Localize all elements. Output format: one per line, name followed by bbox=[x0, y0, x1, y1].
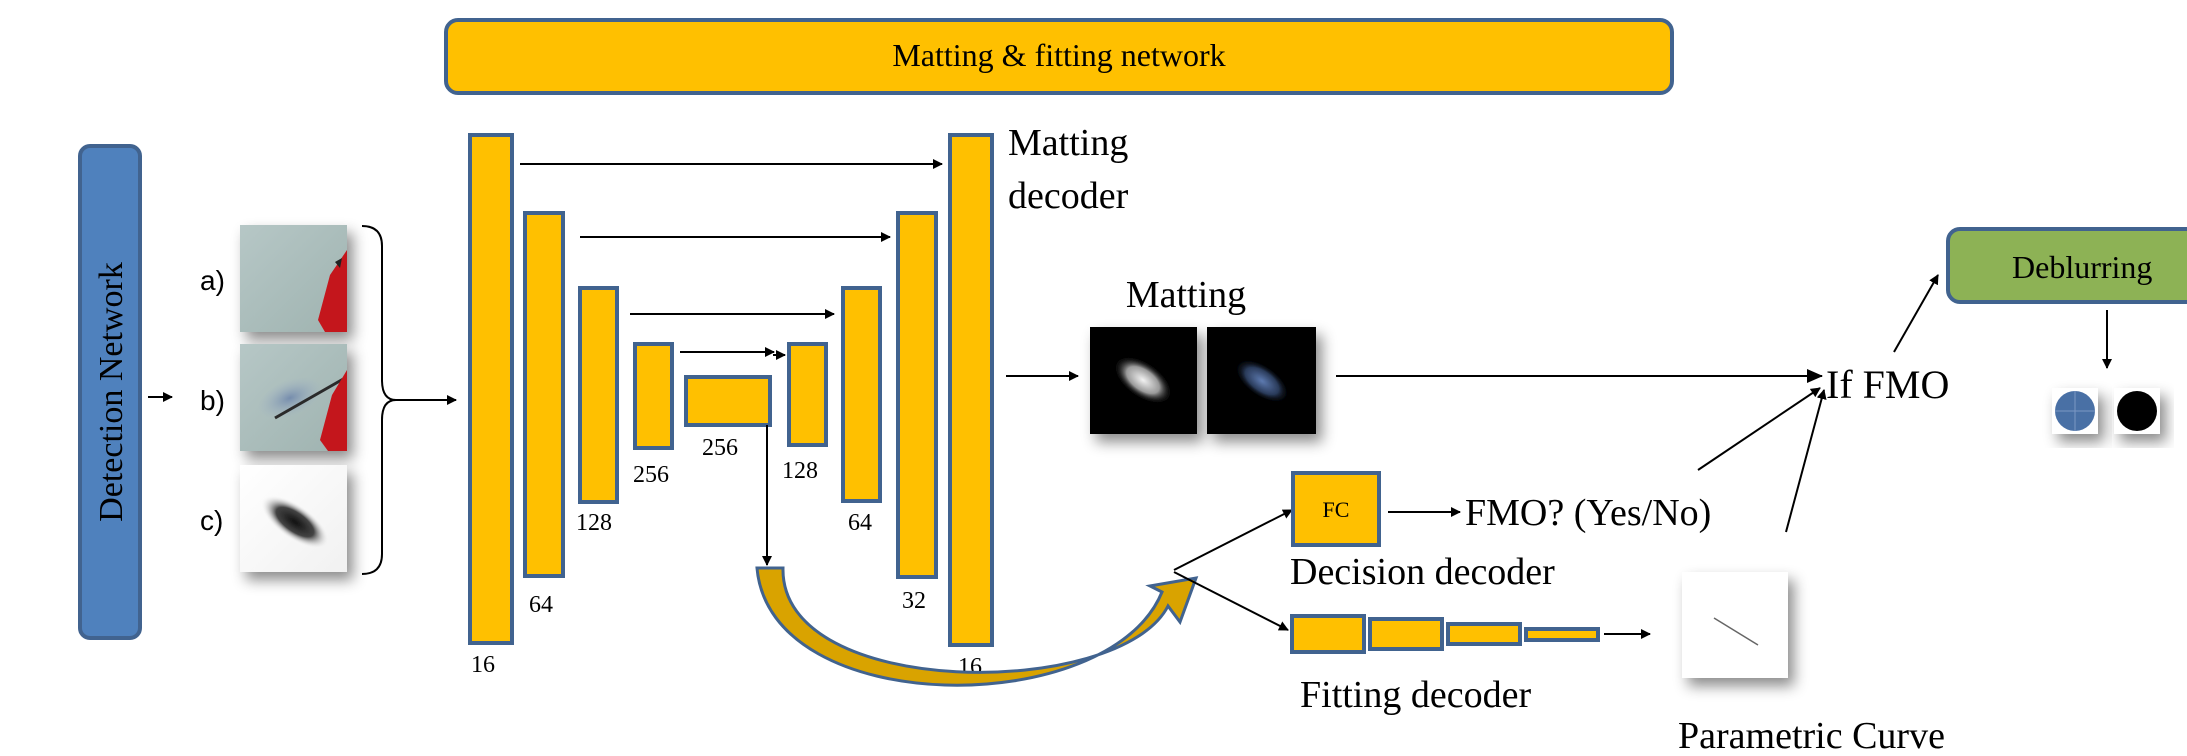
channel-label-dec-3: 32 bbox=[902, 588, 926, 614]
channel-label-dec-1: 128 bbox=[782, 458, 818, 484]
channel-label-enc-4: 256 bbox=[633, 462, 669, 488]
output-image-blue bbox=[2052, 388, 2098, 434]
channel-label-enc-1: 16 bbox=[471, 652, 495, 678]
input-image-c bbox=[240, 465, 347, 572]
output-image-black bbox=[2114, 388, 2160, 434]
channel-label-dec-2: 64 bbox=[848, 510, 872, 536]
fitting-block-4 bbox=[1524, 627, 1600, 642]
to-fc-arrow bbox=[1173, 509, 1293, 571]
deblurring-label: Deblurring bbox=[2012, 249, 2152, 285]
matting-image-foreground bbox=[1207, 327, 1316, 434]
encoder-block-1 bbox=[468, 133, 514, 645]
channel-label-bottleneck: 256 bbox=[702, 435, 738, 461]
parametric-curve-image bbox=[1682, 572, 1788, 678]
parametric-curve-label: Parametric Curve bbox=[1678, 715, 1945, 756]
curved-arrow bbox=[755, 566, 1199, 687]
input-label-b: b) bbox=[200, 385, 225, 416]
input-label-a: a) bbox=[200, 265, 225, 296]
matting-decoder-label-line1: Matting bbox=[1008, 122, 1128, 164]
fmo-question-label: FMO? (Yes/No) bbox=[1465, 492, 1711, 534]
encoder-block-3 bbox=[578, 286, 619, 504]
if-fmo-label: If FMO bbox=[1826, 362, 1949, 407]
fitting-block-3 bbox=[1446, 622, 1522, 646]
input-brace bbox=[361, 225, 397, 575]
bottleneck-block bbox=[684, 375, 772, 427]
fc-box: FC bbox=[1291, 471, 1381, 547]
decision-decoder-label: Decision decoder bbox=[1290, 551, 1555, 593]
fmo-to-iffmo-arrow bbox=[1697, 387, 1821, 471]
encoder-blocks bbox=[468, 133, 772, 645]
decoder-block-1 bbox=[787, 342, 828, 447]
decoder-block-2 bbox=[841, 286, 882, 503]
input-image-b bbox=[240, 344, 347, 451]
matting-label: Matting bbox=[1126, 274, 1246, 316]
fitting-block-1 bbox=[1290, 614, 1366, 654]
curve-to-iffmo-arrow bbox=[1785, 389, 1827, 533]
input-image-a bbox=[240, 225, 347, 332]
detection-network-label: Detection Network bbox=[93, 262, 130, 522]
detection-network-box: Detection Network bbox=[78, 144, 142, 640]
fitting-decoder-label: Fitting decoder bbox=[1300, 674, 1531, 716]
channel-label-enc-2: 64 bbox=[529, 592, 553, 618]
encoder-block-4 bbox=[633, 342, 674, 450]
encoder-block-2 bbox=[523, 211, 565, 578]
decoder-block-4 bbox=[948, 133, 994, 647]
input-label-c: c) bbox=[200, 505, 223, 536]
fc-label: FC bbox=[1323, 497, 1350, 522]
iffmo-to-deblurring-arrow bbox=[1893, 274, 1939, 353]
deblurring-box: Deblurring bbox=[1946, 227, 2187, 304]
title-banner: Matting & fitting network bbox=[444, 18, 1674, 95]
fitting-decoder-blocks bbox=[1290, 614, 1600, 654]
matting-image-alpha bbox=[1090, 327, 1197, 434]
channel-label-enc-3: 128 bbox=[576, 510, 612, 536]
decoder-blocks bbox=[787, 133, 994, 647]
decoder-block-3 bbox=[896, 211, 938, 579]
fitting-block-2 bbox=[1368, 617, 1444, 651]
to-fitting-arrow bbox=[1173, 571, 1289, 631]
matting-decoder-label-line2: decoder bbox=[1008, 175, 1129, 217]
title-text: Matting & fitting network bbox=[892, 37, 1225, 73]
